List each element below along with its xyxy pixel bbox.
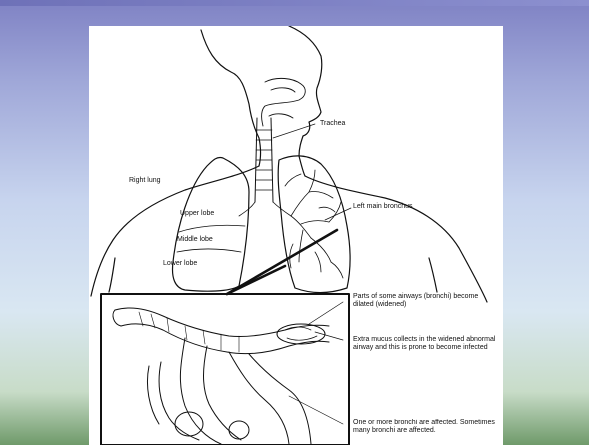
label-lower-lobe: Lower lobe xyxy=(163,260,197,268)
lung-diagram-panel: Trachea Right lung Upper lobe Middle lob… xyxy=(89,26,503,445)
lobe-line-upper xyxy=(179,225,245,232)
label-bronchi-affected: One or more bronchi are affected. Someti… xyxy=(353,419,495,445)
slide-header-bar xyxy=(0,0,589,6)
label-right-lung: Right lung xyxy=(129,177,161,185)
head-outline xyxy=(201,30,261,166)
left-arm-inner xyxy=(109,258,115,292)
label-upper-lobe: Upper lobe xyxy=(180,210,214,218)
bronchial-tree xyxy=(239,170,343,278)
dilated-airway-drawing xyxy=(113,308,329,444)
right-lung-outline xyxy=(173,157,250,291)
left-shoulder-outline xyxy=(91,166,259,296)
lobe-line-middle xyxy=(177,249,241,252)
label-dilated-airway: Parts of some airways (bronchi) become d… xyxy=(353,293,491,309)
label-left-main-bronchus: Left main bronchus xyxy=(353,203,413,211)
nasal-airway xyxy=(262,78,306,126)
label-trachea: Trachea xyxy=(320,120,345,128)
label-middle-lobe: Middle lobe xyxy=(177,236,213,244)
right-shoulder-outline xyxy=(305,176,487,302)
label-extra-mucus: Extra mucus collects in the widened abno… xyxy=(353,336,501,352)
inset-box xyxy=(101,294,349,445)
bronchiectasis-illustration xyxy=(89,26,503,445)
right-arm-inner xyxy=(429,258,437,292)
